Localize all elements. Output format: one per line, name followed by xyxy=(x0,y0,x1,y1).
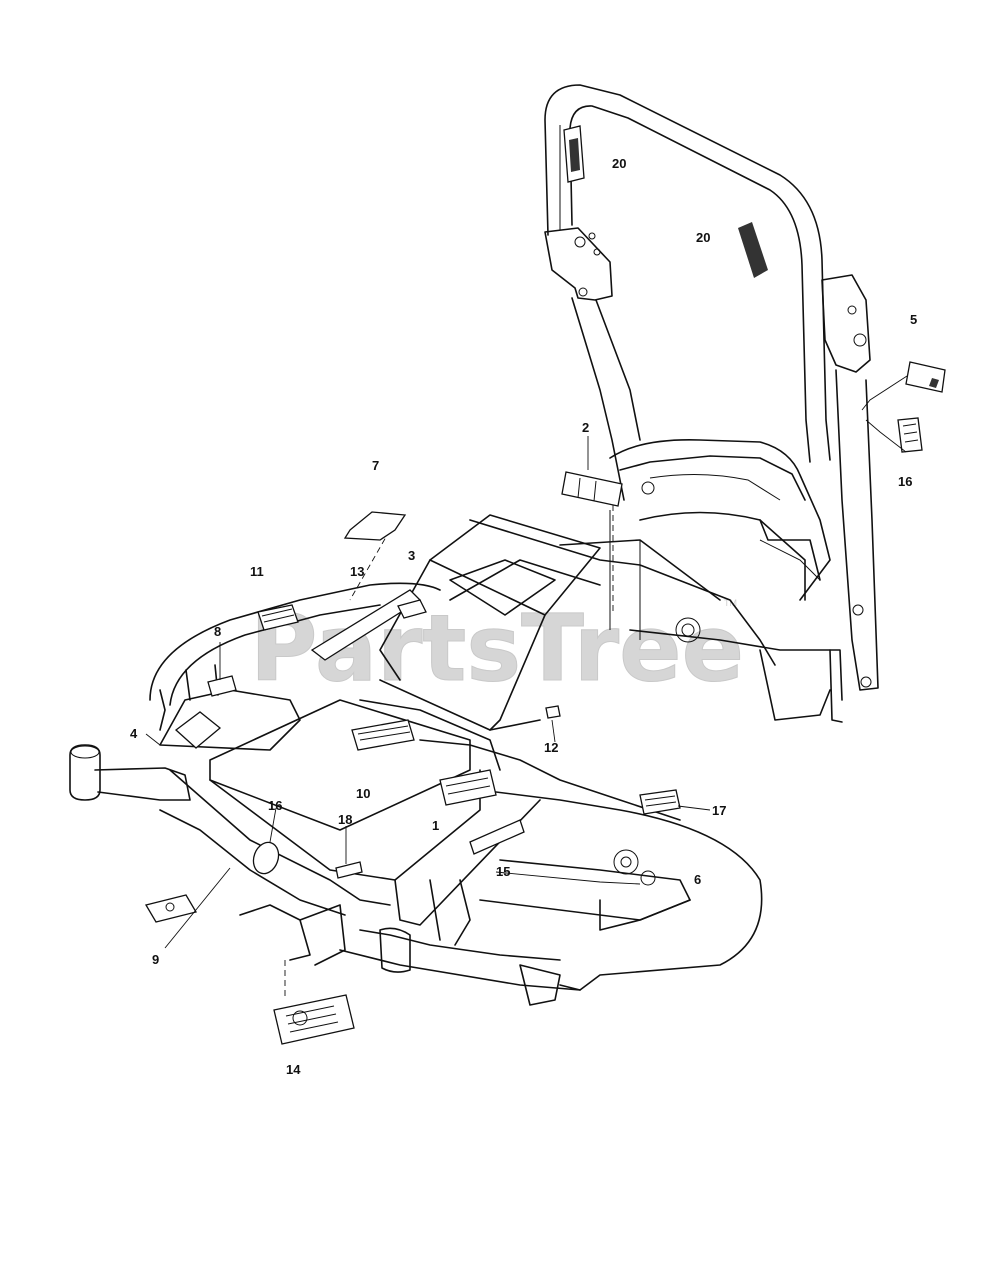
decals xyxy=(144,361,946,1045)
callout-18: 18 xyxy=(338,812,352,827)
callout-16-top: 16 xyxy=(898,474,912,489)
callout-leaders xyxy=(145,375,908,949)
callout-7: 7 xyxy=(372,458,379,473)
callout-19: 20 xyxy=(612,156,626,171)
chassis-frame xyxy=(379,510,843,731)
callout-3: 3 xyxy=(408,548,415,563)
callout-2: 2 xyxy=(582,420,589,435)
callout-13: 13 xyxy=(350,564,364,579)
callout-4: 4 xyxy=(130,726,138,741)
mower-deck xyxy=(69,582,763,1006)
callout-labels: 20 20 5 2 16 7 3 11 13 8 4 12 10 17 16 1… xyxy=(130,156,917,1077)
callout-10: 10 xyxy=(356,786,370,801)
callout-6: 6 xyxy=(694,872,701,887)
callout-1: 1 xyxy=(432,818,439,833)
rops-roll-bar xyxy=(544,84,879,691)
dashed-leaders xyxy=(284,495,614,1000)
callout-15: 15 xyxy=(496,864,510,879)
callout-8: 8 xyxy=(214,624,221,639)
callout-17: 17 xyxy=(712,803,726,818)
callout-12: 12 xyxy=(544,740,558,755)
callout-9: 9 xyxy=(152,952,159,967)
callout-11: 11 xyxy=(250,564,264,579)
callout-16-bottom: 16 xyxy=(268,798,282,813)
callout-20: 20 xyxy=(696,230,710,245)
watermark-trademark: TM xyxy=(724,598,737,608)
callout-5: 5 xyxy=(910,312,917,327)
seat-pan xyxy=(609,439,831,601)
callout-14: 14 xyxy=(286,1062,301,1077)
